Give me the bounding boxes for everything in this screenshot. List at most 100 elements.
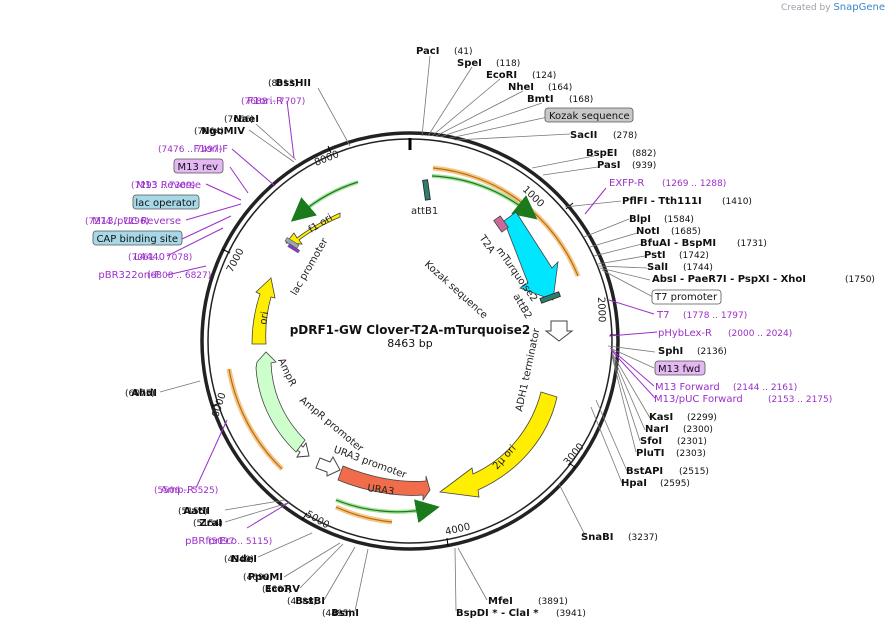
site-pos-ndei: (4940) xyxy=(224,555,254,565)
label-kozak: Kozak sequence xyxy=(422,259,489,321)
site-pos-noti: (1685) xyxy=(671,227,701,237)
site-pasi: PasI xyxy=(597,160,620,171)
site-pos-nhei: (164) xyxy=(548,83,572,93)
site-pluti: PluTI xyxy=(636,448,664,459)
site-pos-kasi: (2299) xyxy=(687,413,717,423)
site-pos-bspdi-clai: (3941) xyxy=(556,609,586,619)
label-ampr-promoter: AmpR promoter xyxy=(297,395,366,455)
site-m13-puc-reverse: M13/pUC Reverse xyxy=(92,216,181,227)
site-amp-r: Amp-R xyxy=(161,485,195,496)
site-m13-forward: M13 Forward xyxy=(655,382,720,393)
site-f1ori-f: F1ori-F xyxy=(194,144,229,155)
site-pos-f1ori-f: (7476 .. 7497) xyxy=(158,145,222,155)
site-pos-blpi: (1584) xyxy=(664,215,694,225)
site-cap-binding-site: CAP binding site xyxy=(96,234,178,245)
site-spei: SpeI xyxy=(457,58,482,69)
site-ahdi: AhdI xyxy=(131,388,157,399)
backbone-outer xyxy=(200,131,620,551)
site-pos-ecorv: (4667) xyxy=(262,585,292,595)
snapgene-logo-text: SnapGene xyxy=(833,2,885,13)
ura3-promoter-arrow xyxy=(315,455,341,477)
green-track-top-line xyxy=(431,175,529,213)
site-kozak-sequence: Kozak sequence xyxy=(549,111,630,122)
site-pos-pflfi-tth111i: (1410) xyxy=(722,197,752,207)
site-pos-bstbi: (4588) xyxy=(287,597,317,607)
site-ndei: NdeI xyxy=(231,554,257,565)
tick-7000: 7000 xyxy=(225,247,247,275)
label-ampr: AmpR xyxy=(275,357,298,389)
label-f1: f1 ori xyxy=(307,212,335,235)
feature-tracks xyxy=(226,165,581,525)
site-f1ori-r: F1ori-R xyxy=(247,96,283,107)
primer-lines xyxy=(166,100,658,529)
label-attb1: attB1 xyxy=(411,206,438,217)
site-t7-promoter: T7 promoter xyxy=(654,292,718,303)
site-pos-ppumi: (4699) xyxy=(243,573,273,583)
leader-lines xyxy=(159,55,656,612)
site-ppumi: PpuMI xyxy=(248,572,283,583)
site-pbr322ori-f: pBR322ori-F xyxy=(98,270,160,281)
site-sacii: SacII xyxy=(570,130,597,141)
attb1-box xyxy=(422,179,431,201)
brand-created-by: Created by xyxy=(781,3,831,13)
site-pos-mfei: (3891) xyxy=(538,597,568,607)
site-pos-sfoi: (2301) xyxy=(677,437,707,447)
site-lac-operator: lac operator xyxy=(135,198,196,209)
site-blpi: BlpI xyxy=(629,214,651,225)
site-pos-sali: (1744) xyxy=(683,263,713,273)
site-pos-phyblex-r: (2000 .. 2024) xyxy=(728,329,792,339)
features xyxy=(251,179,574,502)
label-t2a: T2A xyxy=(476,233,497,256)
site-pos-m13-puc-reverse: (7274 .. 7296) xyxy=(85,217,149,227)
site-pos-m13-forward: (2144 .. 2161) xyxy=(733,383,797,393)
site-paci: PacI xyxy=(416,46,439,57)
site-bsshii: BssHII xyxy=(276,78,311,89)
site-pos-sacii: (278) xyxy=(613,131,637,141)
site-pos-bsmi: (4495) xyxy=(322,609,352,619)
2mu-ori-arrow xyxy=(438,391,558,498)
green-track-bottom-line xyxy=(335,499,429,513)
site-pos-bsshii: (8013) xyxy=(268,79,298,89)
label-ori: ori xyxy=(258,311,271,326)
site-nari: NarI xyxy=(645,424,669,435)
site-pos-ecori: (124) xyxy=(532,71,556,81)
tick-6000: 6000 xyxy=(210,391,228,419)
site-t7: T7 xyxy=(656,310,669,321)
green-track-f1 xyxy=(290,180,359,222)
site-pos-paci: (41) xyxy=(454,47,472,57)
site-pos-ahdi: (6075) xyxy=(125,389,155,399)
label-boxes xyxy=(92,107,722,376)
site-pos-pasi: (939) xyxy=(632,161,656,171)
site-psti: PstI xyxy=(644,250,666,261)
site-zrai: ZraI xyxy=(199,518,222,529)
site-sphi: SphI xyxy=(658,346,683,357)
site-snabi: SnaBI xyxy=(581,532,613,543)
green-track-f1-line xyxy=(299,181,359,215)
site-pos-zrai: (5154) xyxy=(193,519,223,529)
site-exfp-r: EXFP-R xyxy=(609,178,644,189)
site-pos-pbr322ori-f: (6808 .. 6827) xyxy=(147,271,211,281)
site-ecori: EcoRI xyxy=(486,70,517,81)
site-pos-snabi: (3237) xyxy=(628,533,658,543)
t2a-box xyxy=(493,215,509,233)
tick-2000: 2000 xyxy=(595,297,607,323)
site-bfuai-bspmi: BfuAI - BspMI xyxy=(640,238,716,249)
plasmid-length: 8463 bp xyxy=(387,337,432,350)
label-ura3: URA3 xyxy=(367,483,395,498)
site-m13-reverse: M13 Reverse xyxy=(136,180,201,191)
site-noti: NotI xyxy=(636,226,660,237)
site-aatii: AatII xyxy=(183,506,210,517)
ampr-arrow xyxy=(255,351,306,453)
site-pos-amp-r: (5506 .. 5525) xyxy=(154,486,218,496)
site-mfei: MfeI xyxy=(488,596,513,607)
site-pos-absi-paer7i-pspxi-xhoi: (1750) xyxy=(845,275,875,285)
site-m13-rev: M13 rev xyxy=(178,162,219,173)
site-pos-bmti: (168) xyxy=(569,95,593,105)
site-pos-pbrforeco: (5097 .. 5115) xyxy=(208,537,272,547)
site-pos-hpai: (2595) xyxy=(660,479,690,489)
site-pos-ngomiv: (7664) xyxy=(194,127,224,137)
orange-track-amp-line xyxy=(228,368,283,470)
site-pos-spei: (118) xyxy=(496,59,520,69)
site-phyblex-r: pHybLex-R xyxy=(658,328,712,339)
site-bsmi: BsmI xyxy=(331,608,359,619)
